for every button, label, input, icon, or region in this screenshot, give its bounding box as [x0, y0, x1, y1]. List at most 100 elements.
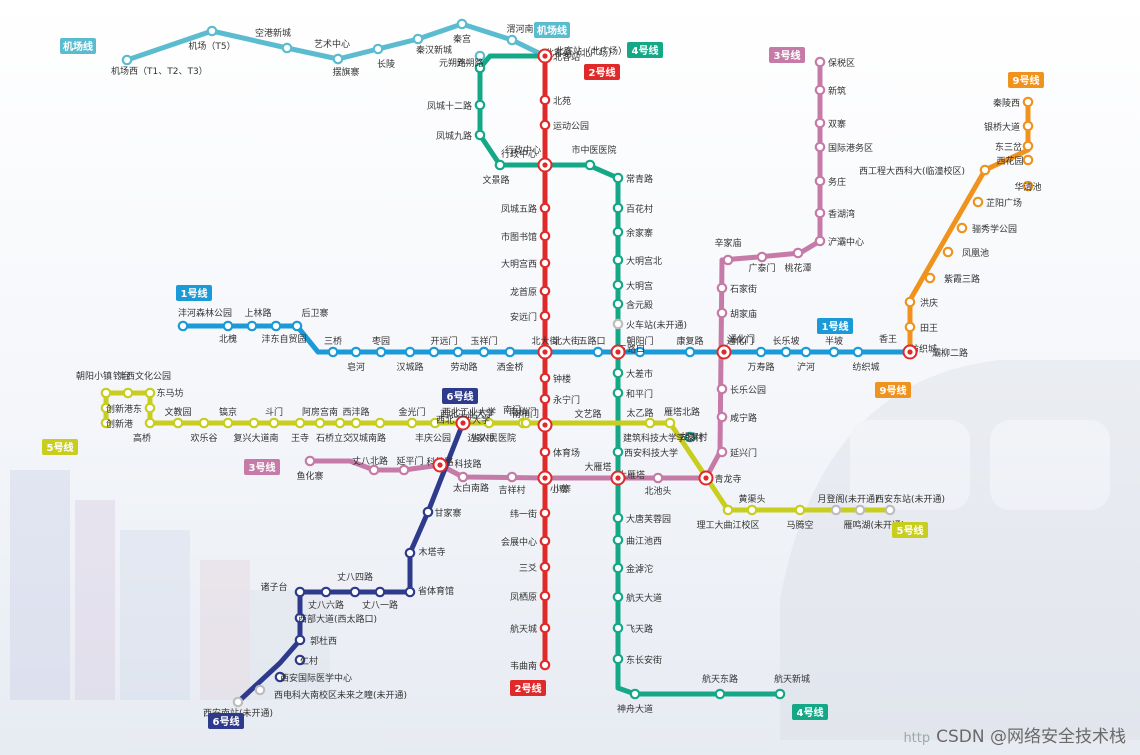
station-l9-10[interactable]: 西花园	[996, 154, 1034, 167]
station-l2-2[interactable]: 运动公园	[539, 119, 589, 132]
station-l4-17[interactable]: 李家村	[676, 431, 704, 444]
station-l4-24[interactable]: 飞天路	[612, 622, 653, 635]
interchange-icon[interactable]	[537, 157, 553, 173]
station-l5-23[interactable]: 建筑科技大学	[623, 417, 677, 444]
station-l5-18[interactable]: 丰庆公园	[415, 417, 451, 444]
station-l6-5[interactable]: 西部大道(西太路口)	[294, 612, 377, 625]
station-l5-15[interactable]: 西沣路	[342, 406, 370, 429]
station-l3-17[interactable]: 广泰门	[748, 251, 776, 274]
station-l6-11[interactable]: 木塔寺	[404, 546, 446, 559]
station-l2-11[interactable]: 永宁门	[539, 393, 580, 406]
station-l5-28[interactable]: 月登阁(未开通)	[817, 493, 879, 516]
station-l2-13[interactable]: 体育场	[539, 446, 580, 459]
station-airport-0[interactable]: 机场西（T1、T2、T3）	[111, 54, 208, 77]
station-l1-10[interactable]: 劳动路	[450, 346, 478, 373]
station-l1-8[interactable]: 汉城路	[396, 346, 424, 373]
station-l5-26[interactable]: 黄渠头	[738, 493, 766, 516]
station-l4-8[interactable]: 百花村	[612, 202, 653, 215]
interchange-icon[interactable]	[537, 417, 553, 433]
station-airport-2[interactable]: 空港新城	[255, 27, 293, 54]
station-airport-6[interactable]: 秦汉新城	[412, 33, 452, 56]
station-l6-2[interactable]: 西安国际医学中心	[274, 671, 352, 684]
station-l1-20[interactable]: 浐河	[797, 346, 815, 373]
station-l9-8[interactable]: 华清池	[1014, 180, 1042, 193]
station-l1-9[interactable]: 开远门	[428, 335, 458, 358]
interchange-icon[interactable]	[698, 470, 714, 486]
interchange-icon[interactable]	[716, 344, 732, 360]
station-l6-4[interactable]: 郭杜西	[294, 634, 337, 647]
station-l6-1[interactable]: 西电科大南校区未来之瞳(未开通)	[254, 684, 407, 701]
station-l4-13[interactable]: 火车站(未开通)	[612, 318, 687, 331]
station-l5-20[interactable]: 边家村	[467, 417, 495, 444]
station-l6-9[interactable]: 丈八一路	[362, 586, 398, 611]
station-l2-1[interactable]: 北苑	[539, 94, 571, 107]
station-l5-4[interactable]: 沣西文化公园	[117, 370, 171, 399]
station-l5-9[interactable]: 镐京	[219, 406, 237, 429]
station-l9-4[interactable]: 紫霞三路	[924, 272, 980, 285]
station-l9-3[interactable]: 洪庆	[904, 296, 938, 309]
station-l5-12[interactable]: 王寺	[291, 417, 309, 444]
station-l5-6[interactable]: 高桥	[133, 417, 156, 444]
station-l4-16[interactable]: 和平门	[612, 387, 653, 400]
station-l1-3[interactable]: 沣东自贸园	[261, 320, 307, 345]
station-l5-1[interactable]: 创新港东	[100, 402, 142, 415]
station-l1-21[interactable]: 半坡	[825, 335, 843, 358]
station-l2-4[interactable]: 凤城五路	[501, 202, 551, 215]
station-l4-21[interactable]: 曲江池西	[612, 534, 662, 547]
station-l5-10[interactable]: 复兴大道南	[233, 417, 279, 444]
station-l3-22[interactable]: 国际港务区	[814, 141, 873, 154]
station-l1-22[interactable]: 纺织城	[852, 346, 880, 373]
station-l4-9[interactable]: 余家寨	[612, 226, 653, 239]
station-l9-2[interactable]: 田王	[904, 321, 938, 334]
station-l2-8[interactable]: 安远门	[510, 310, 551, 323]
station-airport-4[interactable]: 摆旗寨	[332, 53, 360, 78]
station-l1-7[interactable]: 枣园	[372, 336, 390, 358]
station-l2-18[interactable]: 凤栖原	[510, 590, 551, 603]
station-l9-12[interactable]: 银桥大道	[984, 120, 1034, 133]
interchange-icon[interactable]	[537, 344, 553, 360]
station-l1-11[interactable]: 玉祥门	[470, 335, 498, 358]
station-l3-25[interactable]: 保税区	[814, 56, 855, 69]
station-airport-7[interactable]: 秦宫	[453, 18, 471, 45]
station-l1-15[interactable]: 朝阳门	[626, 335, 654, 358]
station-l4-26[interactable]: 神舟大道	[617, 688, 653, 715]
station-l4-10[interactable]: 大明宫北	[612, 254, 662, 267]
station-l6-12[interactable]: 甘家寨	[422, 506, 462, 519]
interchange-icon[interactable]	[537, 48, 553, 64]
station-l9-9[interactable]: 西工程大西科大(临潼校区)	[859, 164, 991, 177]
station-l1-6[interactable]: 皂河	[347, 346, 365, 373]
station-l4-6[interactable]: 市中医医院	[571, 144, 617, 171]
station-l2-7[interactable]: 龙首原	[510, 285, 551, 298]
station-l4-28[interactable]: 航天新城	[774, 673, 810, 700]
station-l3-12[interactable]: 长乐公园	[716, 383, 766, 396]
station-l6-10[interactable]: 省体育馆	[404, 585, 454, 598]
station-l2-20[interactable]: 韦曲南	[510, 659, 551, 672]
interchange-icon[interactable]	[610, 470, 626, 486]
station-l3-0[interactable]: 鱼化寨	[296, 455, 324, 482]
station-l2-10[interactable]: 钟楼	[539, 372, 571, 385]
station-l1-12[interactable]: 洒金桥	[496, 346, 524, 373]
station-l4-25[interactable]: 东长安街	[612, 653, 662, 666]
station-l3-1[interactable]: 丈八北路	[352, 455, 388, 476]
station-l1-16[interactable]: 康复路	[676, 335, 704, 358]
station-l3-11[interactable]: 咸宁路	[716, 411, 757, 424]
station-l6-6[interactable]: 诸子台	[260, 581, 306, 598]
station-l4-3[interactable]: 凤城九路	[436, 129, 486, 142]
station-l5-22[interactable]: 省人民医院	[471, 417, 532, 444]
station-l5-13[interactable]: 阿房宫南	[302, 406, 338, 429]
station-l3-20[interactable]: 香湖湾	[814, 207, 855, 220]
station-l5-0[interactable]: 创新港	[100, 417, 133, 430]
station-l2-17[interactable]: 三爻	[519, 561, 551, 574]
station-l6-8[interactable]: 丈八四路	[337, 571, 373, 598]
station-l4-1[interactable]: 元朔路	[456, 57, 486, 74]
station-l2-6[interactable]: 大明宫西	[501, 257, 551, 270]
station-l2-15[interactable]: 纬一街	[510, 507, 551, 520]
station-l5-11[interactable]: 斗门	[265, 406, 283, 429]
station-l5-17[interactable]: 金光门	[398, 406, 426, 429]
interchange-icon[interactable]	[537, 470, 553, 486]
station-l6-7[interactable]: 丈八六路	[308, 586, 344, 611]
station-l4-22[interactable]: 金滹沱	[612, 562, 653, 575]
station-l5-7[interactable]: 文教园	[164, 406, 192, 429]
station-l4-7[interactable]: 常青路	[612, 172, 653, 185]
station-l5-2[interactable]: 朝阳小镇	[76, 370, 112, 399]
